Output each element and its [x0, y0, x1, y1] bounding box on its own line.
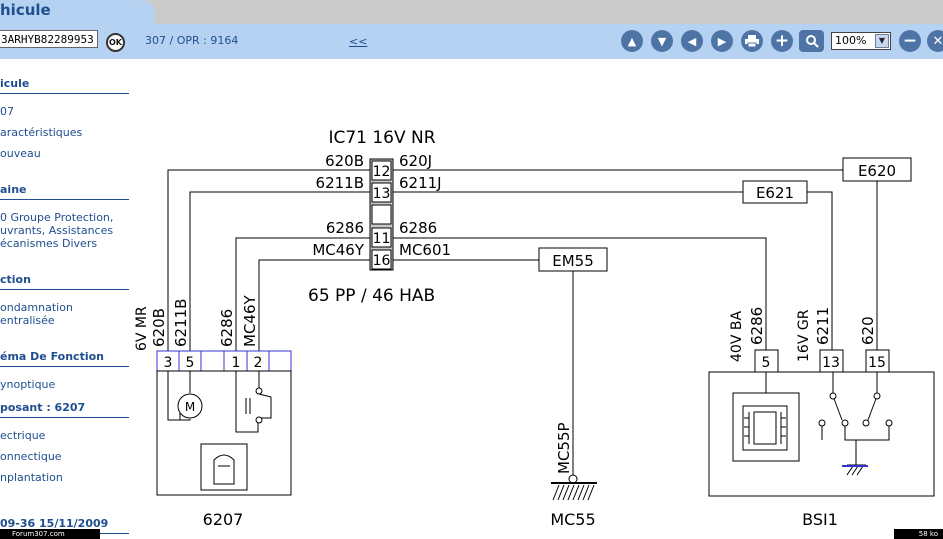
- connector-title: IC71 16V NR: [328, 128, 435, 148]
- motor-icon: [177, 393, 203, 419]
- arrow-left-icon[interactable]: ◀: [681, 30, 703, 52]
- pin-label: 5: [186, 355, 195, 371]
- pin-label: 12: [373, 164, 391, 180]
- arrow-right-icon[interactable]: ▶: [711, 30, 733, 52]
- component-6207: 6V MR 620B 6211B 6286 MC46Y 3 5 1 2: [135, 294, 292, 529]
- wire-label: 6286: [326, 219, 364, 237]
- magnifier-icon[interactable]: [799, 30, 824, 52]
- connector-label: 16V GR: [796, 309, 812, 362]
- toolbar: OK 307 / OPR : 9164 << ▲ ▼ ◀ ▶ + 100% ▼ …: [0, 24, 943, 59]
- connector-e620-label: E620: [858, 162, 896, 180]
- connector-e620: [842, 157, 912, 182]
- zoom-select[interactable]: 100% ▼: [831, 32, 891, 50]
- plus-icon[interactable]: +: [771, 30, 793, 52]
- ground-mc55: MC55P MC55: [550, 422, 597, 529]
- pin-label: 16: [373, 253, 391, 269]
- sidebar-item-electrical[interactable]: ectrique: [0, 429, 46, 442]
- tab-title: hicule: [0, 1, 51, 19]
- component-name: MC55: [550, 510, 595, 529]
- pin-label: 13: [373, 186, 391, 202]
- pin-label: 5: [762, 355, 771, 371]
- arrow-down-icon[interactable]: ▼: [651, 30, 673, 52]
- wire-label: 6211J: [399, 174, 442, 192]
- connector-em55: [538, 247, 608, 272]
- connector-em55-label: EM55: [552, 252, 594, 270]
- title-bar: [0, 0, 943, 24]
- vin-input[interactable]: [0, 30, 98, 48]
- sidebar-item-model[interactable]: 07: [0, 105, 14, 118]
- pin-label: 13: [822, 355, 840, 371]
- wire-label: 6211: [814, 307, 832, 345]
- sidebar-item-characteristics[interactable]: aractéristiques: [0, 126, 83, 139]
- wire-label: 620B: [325, 152, 364, 170]
- wire-label: 620: [859, 316, 877, 345]
- motor-label: M: [185, 400, 195, 414]
- sidebar-section-vehicle: icule: [0, 77, 129, 94]
- component-name: BSI1: [802, 510, 838, 529]
- print-icon[interactable]: [741, 30, 763, 52]
- sidebar-item-domain[interactable]: 0 Groupe Protection, uvrants, Assistance…: [0, 211, 114, 250]
- wire-label: MC601: [399, 241, 451, 259]
- wire-label: 6286: [748, 307, 766, 345]
- sidebar-item-synoptic[interactable]: ynoptique: [0, 378, 56, 391]
- wire-label: MC55P: [555, 422, 573, 474]
- sidebar-item-new[interactable]: ouveau: [0, 147, 41, 160]
- connector-ic71: 12 13 11 16: [369, 158, 394, 271]
- harness-note: 65 PP / 46 HAB: [308, 286, 435, 306]
- chevron-down-icon[interactable]: ▼: [875, 34, 889, 48]
- wire-label: 6286: [218, 309, 236, 347]
- wire-label: 6211B: [316, 174, 364, 192]
- component-bsi1: 40V BA 6286 16V GR 6211 620 5 13 15: [708, 307, 935, 529]
- file-size: 58 ko: [894, 529, 943, 539]
- back-link[interactable]: <<: [349, 35, 368, 48]
- wire-label: 6211B: [172, 299, 190, 347]
- ok-button[interactable]: OK: [106, 33, 125, 52]
- ok-label: OK: [109, 38, 122, 47]
- pin-label: 3: [164, 355, 173, 371]
- wire-label: 6286: [399, 219, 437, 237]
- connector-e621: [742, 180, 808, 204]
- sidebar-item-function[interactable]: ondamnation entralisée: [0, 301, 73, 327]
- pin-label: 1: [232, 355, 241, 371]
- connector-label: 6V MR: [135, 306, 150, 351]
- wire-label: 620B: [150, 308, 168, 347]
- sidebar-section-schema: éma De Fonction: [0, 350, 129, 367]
- arrow-up-icon[interactable]: ▲: [621, 30, 643, 52]
- connector-label: 40V BA: [729, 311, 745, 362]
- vehicle-reference: 307 / OPR : 9164: [145, 34, 239, 47]
- wire-label: MC46Y: [312, 241, 365, 259]
- sidebar-section-component: posant : 6207: [0, 401, 129, 418]
- sidebar-section-domain: aine: [0, 183, 129, 200]
- sidebar-item-location[interactable]: nplantation: [0, 471, 63, 484]
- wiring-diagram: 12 13 11 16 IC71 16V NR 620B 6211B 6286 …: [135, 128, 935, 529]
- component-name: 6207: [203, 510, 244, 529]
- wire-label: 620J: [399, 152, 432, 170]
- window-tab[interactable]: hicule: [0, 0, 155, 24]
- pin-label: 11: [373, 231, 391, 247]
- connector-e621-label: E621: [756, 184, 794, 202]
- zoom-value: 100%: [835, 34, 867, 47]
- pin-label: 15: [868, 355, 886, 371]
- wire-label: MC46Y: [241, 294, 259, 347]
- close-icon[interactable]: ✕: [927, 30, 943, 52]
- sidebar-item-connectors[interactable]: onnectique: [0, 450, 62, 463]
- forum-watermark: Forum307.com: [0, 529, 100, 539]
- pin-label: 2: [254, 355, 263, 371]
- sidebar: icule 07 aractéristiques ouveau aine 0 G…: [0, 59, 135, 539]
- sidebar-section-function: ction: [0, 273, 129, 290]
- minus-icon[interactable]: −: [899, 30, 921, 52]
